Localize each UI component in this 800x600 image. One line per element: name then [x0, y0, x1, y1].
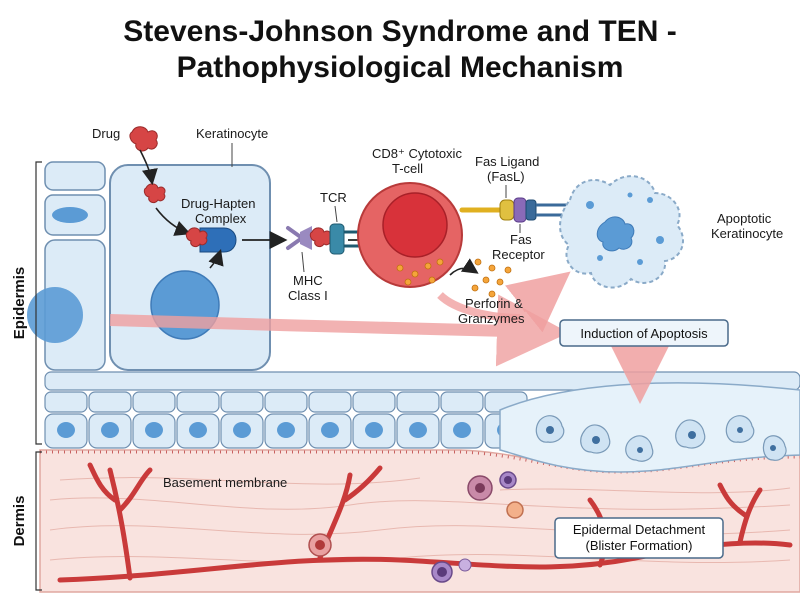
label-fas-2: Receptor — [492, 247, 545, 262]
label-drug: Drug — [92, 126, 120, 141]
fas-ligand-receptor — [459, 197, 570, 223]
granules-in-tcell — [396, 258, 444, 286]
label-apoptotic-1: Apoptotic — [717, 211, 772, 226]
label-drug-hapten-2: Complex — [195, 211, 247, 226]
basal-cell-nucleus — [101, 422, 119, 438]
basal-cell-nucleus — [365, 422, 383, 438]
basal-cell-nucleus — [321, 422, 339, 438]
drug-hapten-complex — [185, 227, 237, 253]
title-line-1: Stevens-Johnson Syndrome and TEN - — [123, 15, 677, 48]
diagram-title: Stevens-Johnson Syndrome and TEN - Patho… — [0, 14, 800, 86]
label-drug-hapten-1: Drug-Hapten — [181, 196, 255, 211]
epidermal-detachment-box: Epidermal Detachment (Blister Formation) — [554, 517, 724, 559]
basal-cell — [88, 391, 132, 413]
basal-cell-nucleus — [145, 422, 163, 438]
basal-cell — [396, 391, 440, 413]
basal-cell — [44, 391, 88, 413]
induction-of-apoptosis-box: Induction of Apoptosis — [559, 319, 729, 347]
label-apoptotic-2: Keratinocyte — [711, 226, 783, 241]
label-fasl-2: (FasL) — [487, 169, 525, 184]
basal-cell — [308, 391, 352, 413]
basal-cell-nucleus — [409, 422, 427, 438]
pink-arrow-up-to-apoptotic — [505, 271, 571, 333]
nucleus-arrow — [208, 248, 224, 269]
label-cd8-2: T-cell — [392, 161, 423, 176]
label-fas-1: Fas — [510, 232, 532, 247]
drug-arrow-2 — [155, 207, 191, 236]
label-dermis: Dermis — [11, 496, 28, 547]
basal-cell — [352, 391, 396, 413]
label-detachment-2: (Blister Formation) — [586, 538, 693, 553]
label-induction: Induction of Apoptosis — [580, 326, 708, 341]
basal-cell-nucleus — [453, 422, 471, 438]
basal-cell-nucleus — [189, 422, 207, 438]
title-line-2: Pathophysiological Mechanism — [176, 51, 624, 84]
basal-cell-nucleus — [57, 422, 75, 438]
label-mhc-1: MHC — [293, 273, 323, 288]
label-epidermis: Epidermis — [11, 267, 28, 340]
label-mhc-2: Class I — [288, 288, 328, 303]
label-tcr: TCR — [320, 190, 347, 205]
dermal-cells — [308, 471, 524, 583]
label-detachment-1: Epidermal Detachment — [573, 522, 706, 537]
drug-arrow-1 — [139, 149, 158, 186]
basal-cell — [440, 391, 484, 413]
pink-arrow-to-apoptosis — [109, 294, 569, 367]
epidermis-left-cells — [27, 161, 106, 371]
blister-cell-fragments — [546, 426, 776, 453]
label-keratinocyte: Keratinocyte — [196, 126, 268, 141]
apoptotic-keratinocyte — [559, 175, 684, 289]
drug-molecule — [129, 126, 158, 152]
perforin-granzymes — [471, 258, 512, 298]
label-basement-membrane: Basement membrane — [163, 475, 287, 490]
label-fasl-1: Fas Ligand — [475, 154, 539, 169]
secretion-arrow — [449, 258, 479, 276]
basal-cell-nucleus — [277, 422, 295, 438]
cd8-t-cell — [357, 182, 463, 288]
label-perforin-1: Perforin & — [465, 296, 523, 311]
blister-region — [499, 382, 800, 473]
basal-cell-nucleus — [233, 422, 251, 438]
mhc-tcr-complex — [286, 223, 362, 255]
basal-cell — [220, 391, 264, 413]
label-cd8-1: CD8⁺ Cytotoxic — [372, 146, 462, 161]
label-perforin-2: Granzymes — [458, 311, 525, 326]
basal-cell — [264, 391, 308, 413]
basal-cell — [176, 391, 220, 413]
drug-hapten-small — [143, 183, 166, 204]
layer-brackets — [35, 161, 42, 591]
basal-cell — [132, 391, 176, 413]
